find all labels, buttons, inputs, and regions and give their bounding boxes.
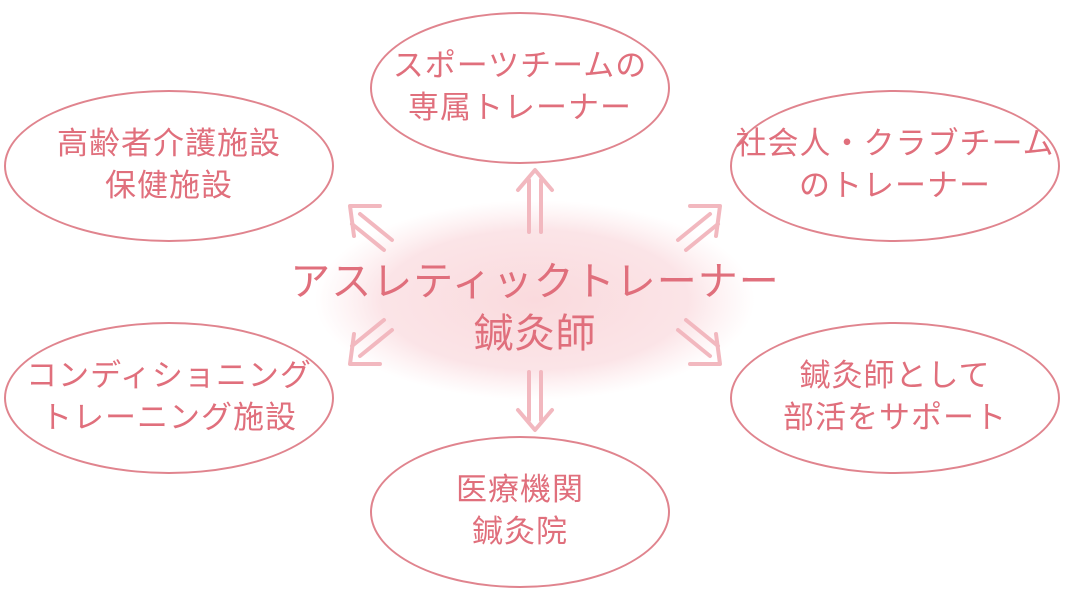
- arrow-up-left-icon: [348, 204, 394, 252]
- node-line-2: 部活をサポート: [783, 400, 1007, 436]
- center-glow: [315, 200, 755, 400]
- node-club-team-trainer: 社会人・クラブチーム のトレーナー: [730, 90, 1060, 242]
- center-subtitle: 鍼灸師: [473, 311, 597, 357]
- node-club-activity-support: 鍼灸師として 部活をサポート: [730, 322, 1060, 474]
- node-line-2: トレーニング施設: [41, 400, 297, 436]
- node-line-1: スポーツチームの: [392, 48, 648, 85]
- node-line-2: 保健施設: [105, 168, 233, 204]
- node-line-1: 医療機関: [456, 472, 584, 509]
- node-line-1: 鍼灸師として: [799, 358, 991, 395]
- node-medical-institution: 医療機関 鍼灸院: [370, 436, 670, 588]
- arrow-down-icon: [516, 370, 554, 432]
- node-line-1: 社会人・クラブチーム: [735, 126, 1055, 163]
- node-line-1: コンディショニング: [26, 358, 312, 395]
- node-sports-team-trainer: スポーツチームの 専属トレーナー: [370, 12, 670, 164]
- center-title: アスレティックトレーナー: [290, 259, 780, 305]
- node-conditioning-facility: コンディショニング トレーニング施設: [4, 322, 334, 474]
- node-line-2: 鍼灸院: [472, 514, 568, 550]
- arrow-down-right-icon: [676, 318, 722, 366]
- node-line-2: のトレーナー: [799, 168, 991, 204]
- arrow-down-left-icon: [348, 318, 394, 366]
- arrow-up-right-icon: [676, 204, 722, 252]
- node-line-2: 専属トレーナー: [408, 90, 632, 126]
- node-elderly-care-facility: 高齢者介護施設 保健施設: [4, 90, 334, 242]
- center-label: アスレティックトレーナー 鍼灸師: [290, 228, 779, 388]
- node-line-1: 高齢者介護施設: [57, 126, 281, 163]
- arrow-up-icon: [516, 168, 554, 234]
